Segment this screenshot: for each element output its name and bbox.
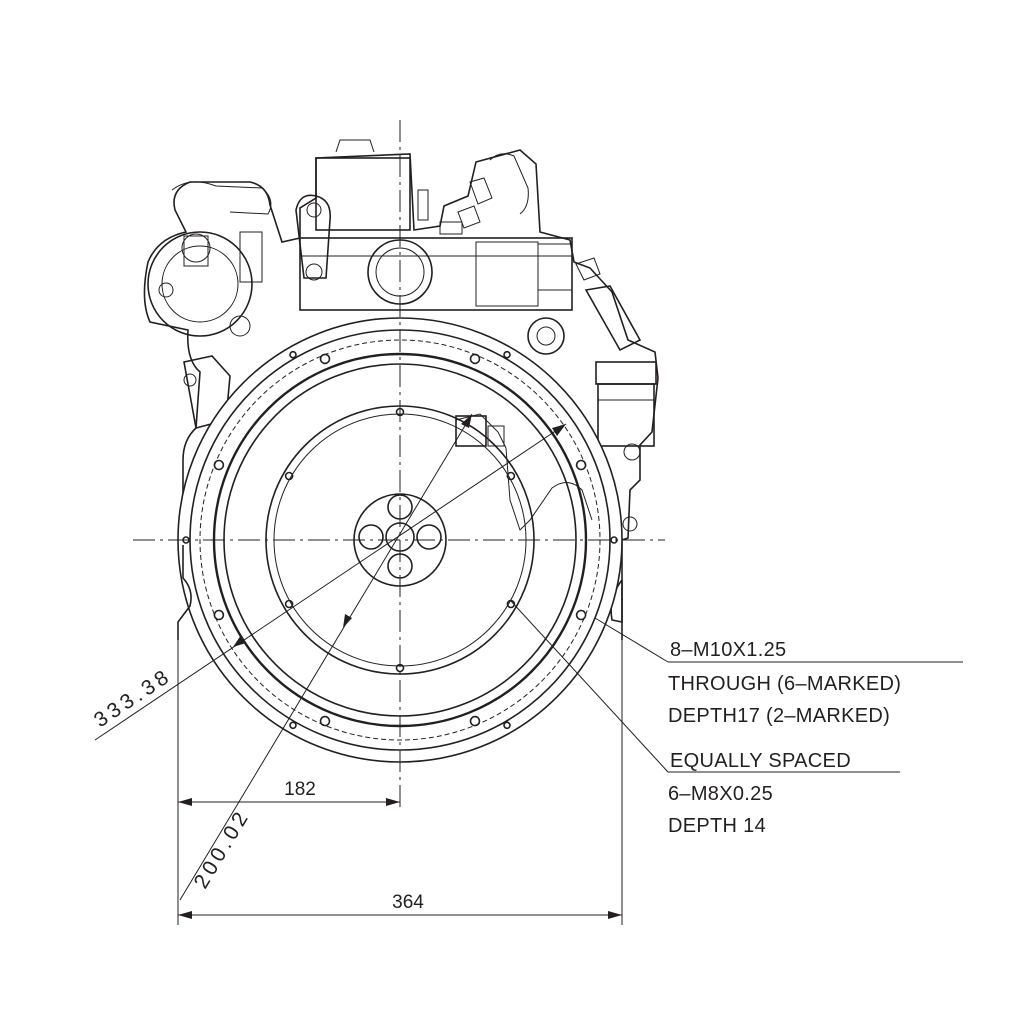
rim-hole (503, 350, 511, 359)
callout-lower: EQUALLY SPACED 6–M8X0.25 DEPTH 14 (668, 750, 851, 837)
sensor-plug (487, 425, 505, 447)
outer-bolt-hole (213, 459, 225, 471)
callout-upper-line3: DEPTH17 (2–MARKED) (668, 705, 890, 727)
dimension-half-width: 182 (284, 779, 316, 800)
callout-upper-line1: 8–M10X1.25 (670, 639, 786, 661)
inner-bolt-hole (506, 471, 516, 481)
dimension-full-width: 364 (392, 892, 424, 913)
sensor-cable (455, 413, 593, 531)
inner-bolt-hole (284, 599, 294, 609)
callout-upper: 8–M10X1.25 THROUGH (6–MARKED) DEPTH17 (2… (668, 639, 901, 727)
linear-dimensions (177, 622, 623, 925)
center-lines (133, 120, 665, 810)
rim-hole (289, 350, 297, 359)
outer-bolt-hole (319, 353, 331, 365)
outer-bolt-hole (319, 715, 331, 727)
outer-bolt-hole (213, 609, 225, 621)
inner-bolt-hole (284, 471, 294, 481)
housing-foot-left (177, 545, 192, 640)
dimension-pcd-small: 200.02 (190, 805, 255, 892)
callout-upper-line2: THROUGH (6–MARKED) (668, 673, 901, 695)
pcd-leaders (94, 413, 963, 901)
outer-bolt-hole (575, 459, 587, 471)
rim-hole (289, 721, 297, 730)
callout-lower-line2: 6–M8X0.25 (668, 783, 773, 805)
callout-lower-line1: EQUALLY SPACED (670, 750, 851, 772)
dimension-pcd-large: 333.38 (90, 664, 176, 732)
engine-body (143, 139, 659, 623)
callout-lower-line3: DEPTH 14 (668, 815, 766, 837)
outer-bolt-hole (469, 353, 481, 365)
rim-hole (503, 721, 511, 730)
outer-bolt-hole (575, 609, 587, 621)
outer-bolt-hole (469, 715, 481, 727)
